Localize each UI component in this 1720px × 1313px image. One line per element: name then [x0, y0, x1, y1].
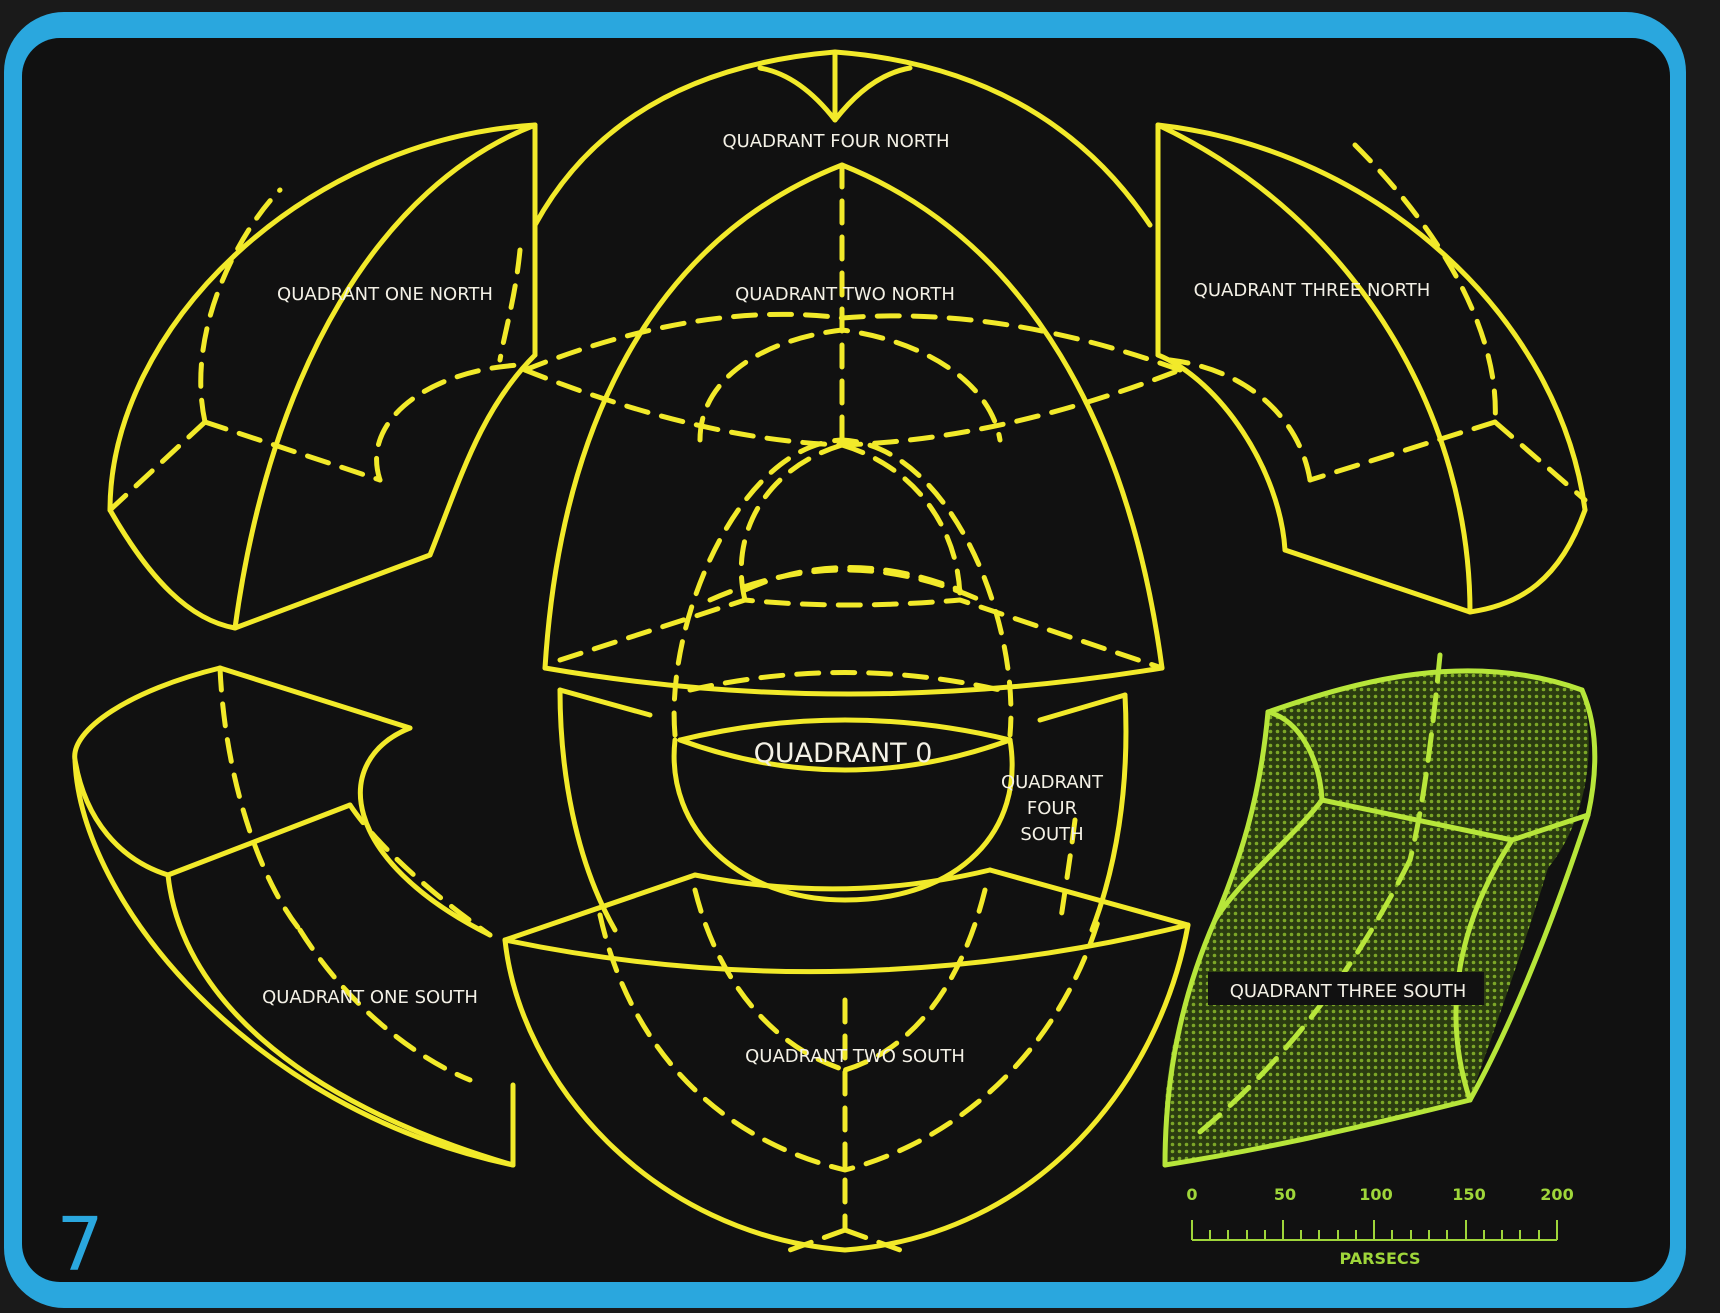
label-quadrant-one-south: QUADRANT ONE SOUTH — [262, 987, 478, 1008]
scale-tick-0: 0 — [1186, 1185, 1197, 1204]
label-quadrant-two-north: QUADRANT TWO NORTH — [735, 284, 955, 305]
label-quadrant-four-south-line1: QUADRANT — [1001, 772, 1104, 793]
scale-unit: PARSECS — [1340, 1249, 1421, 1268]
label-quadrant-three-north: QUADRANT THREE NORTH — [1194, 280, 1431, 301]
label-quadrant-three-south: QUADRANT THREE SOUTH — [1230, 981, 1467, 1002]
label-quadrant-four-south-line2: FOUR — [1027, 798, 1077, 819]
scale-tick-150: 150 — [1452, 1185, 1485, 1204]
label-quadrant-four-south-line3: SOUTH — [1020, 824, 1083, 845]
scale-tick-50: 50 — [1274, 1185, 1296, 1204]
label-quadrant-one-north: QUADRANT ONE NORTH — [277, 284, 493, 305]
label-quadrant-zero: QUADRANT 0 — [754, 738, 933, 769]
label-quadrant-four-north: QUADRANT FOUR NORTH — [722, 131, 949, 152]
label-quadrant-two-south: QUADRANT TWO SOUTH — [745, 1046, 965, 1067]
page-number: 7 — [56, 1202, 103, 1288]
scale-tick-100: 100 — [1359, 1185, 1392, 1204]
scale-tick-200: 200 — [1540, 1185, 1573, 1204]
